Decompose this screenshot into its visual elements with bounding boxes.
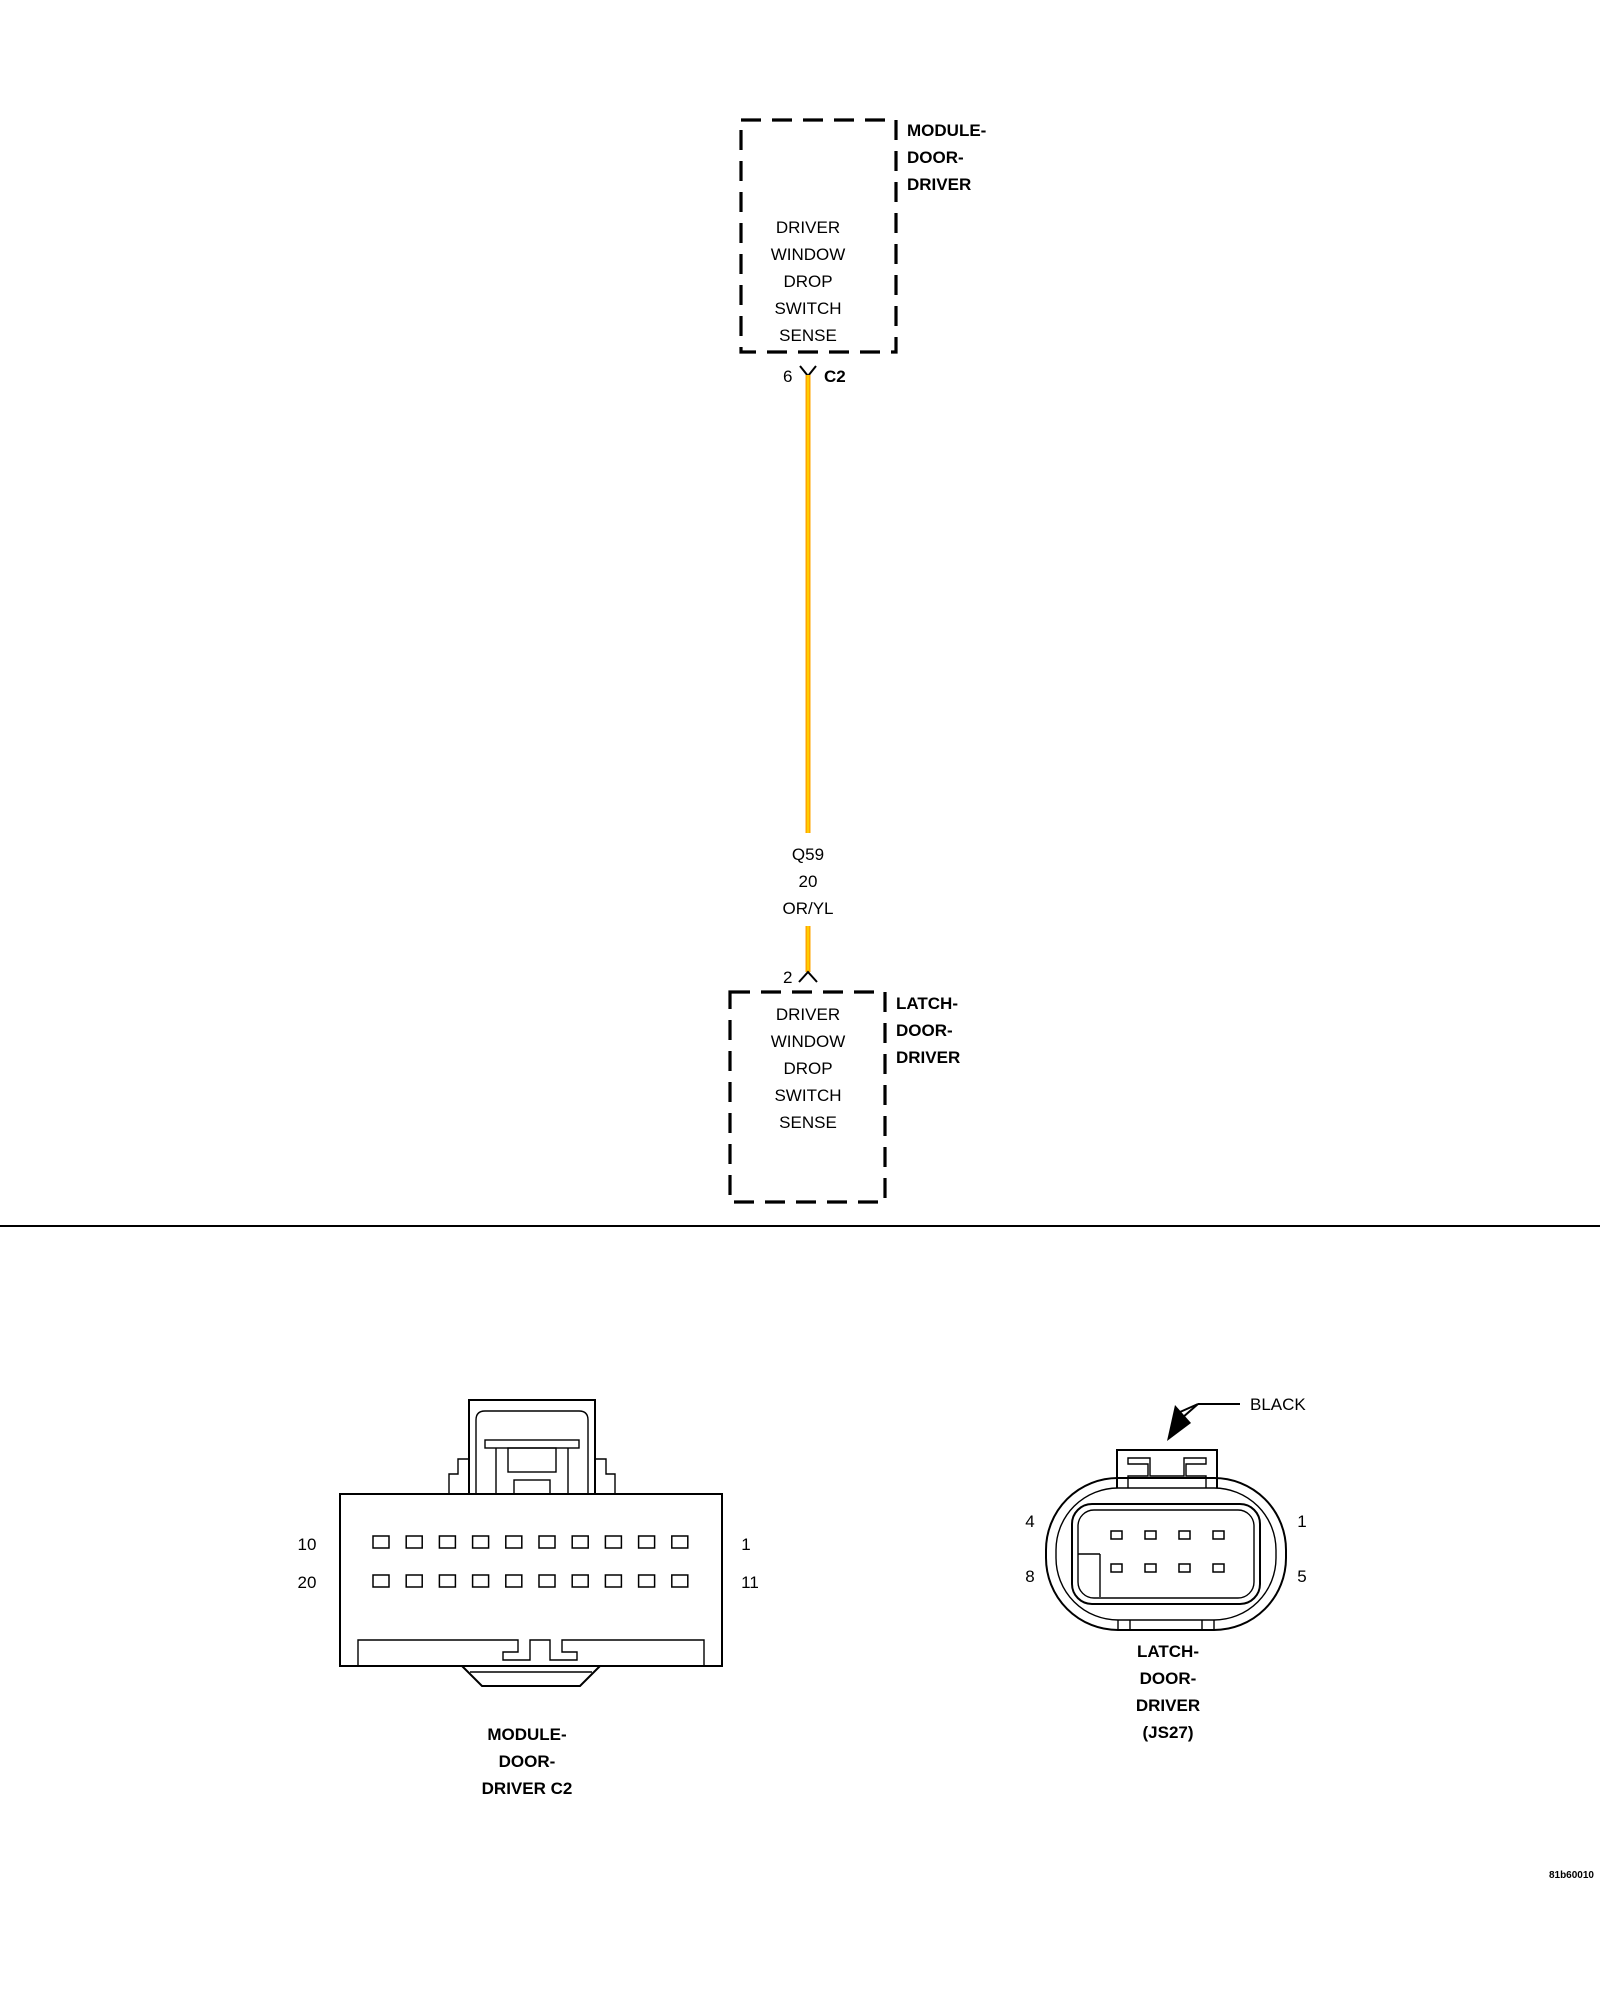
- c2-cavity: [637, 1574, 656, 1588]
- module-function-line-4: SWITCH: [774, 299, 841, 318]
- c2-cavity-grid: [372, 1535, 689, 1588]
- c2-cavity: [538, 1535, 556, 1549]
- wire-gauge: 20: [799, 872, 818, 891]
- c2-pin-label-1: 1: [741, 1535, 750, 1554]
- module-pin-number: 6: [783, 367, 792, 386]
- c2-cavity: [604, 1574, 623, 1588]
- latch-caption-line-2: DOOR-: [1140, 1669, 1197, 1688]
- c2-cavity: [471, 1535, 490, 1549]
- c2-lock-inner: [475, 1410, 589, 1494]
- latch-pin-label-1: 1: [1297, 1512, 1306, 1531]
- c2-cavity: [505, 1574, 523, 1588]
- c2-lock-post-left: [495, 1448, 569, 1494]
- module-door-driver: MODULE- DOOR- DRIVER DRIVER WINDOW DROP …: [739, 118, 986, 386]
- c2-caption-line-2: DOOR-: [499, 1752, 556, 1771]
- latch-cavity: [1144, 1563, 1157, 1573]
- c2-cavity: [438, 1535, 457, 1549]
- latch-face-inner: [1077, 1509, 1255, 1599]
- module-function-line-5: SENSE: [779, 326, 837, 345]
- c2-lock-tab-right: [595, 1458, 616, 1494]
- latch-name-line-2: DOOR-: [896, 1021, 953, 1040]
- latch-caption-line-3: DRIVER: [1136, 1696, 1200, 1715]
- latch-cavity: [1178, 1563, 1191, 1573]
- c2-caption-line-1: MODULE-: [487, 1725, 566, 1744]
- c2-lock-housing: [468, 1399, 596, 1494]
- latch-bottom-ribs: [1117, 1620, 1215, 1630]
- latch-door-driver: 2 LATCH- DOOR- DRIVER DRIVER WINDOW DROP…: [728, 968, 960, 1204]
- latch-face: [1071, 1503, 1261, 1605]
- c2-cavity: [671, 1574, 689, 1588]
- latch-housing-color: BLACK: [1250, 1395, 1306, 1414]
- c2-lock-tab-left: [448, 1458, 469, 1494]
- latch-pin-label-4: 4: [1025, 1512, 1034, 1531]
- module-connector-id: C2: [824, 367, 846, 386]
- c2-cavity: [637, 1535, 656, 1549]
- latch-cavity: [1110, 1563, 1123, 1573]
- latch-pin-number: 2: [783, 968, 792, 987]
- latch-cavity-grid: [1110, 1530, 1225, 1573]
- latch-cavity: [1212, 1563, 1225, 1573]
- latch-caption-line-1: LATCH-: [1137, 1642, 1199, 1661]
- latch-function-line-1: DRIVER: [776, 1005, 840, 1024]
- latch-pin-label-5: 5: [1297, 1567, 1306, 1586]
- latch-function-line-3: DROP: [783, 1059, 832, 1078]
- c2-cavity: [405, 1535, 423, 1549]
- c2-bottom-rail: [357, 1639, 705, 1666]
- module-function-line-1: DRIVER: [776, 218, 840, 237]
- latch-caption-line-4: (JS27): [1142, 1723, 1193, 1742]
- c2-lock-window: [507, 1447, 557, 1473]
- latch-callout-shaft: [1181, 1403, 1199, 1419]
- c2-cavity: [538, 1574, 556, 1588]
- c2-cavity: [372, 1574, 390, 1588]
- wire-q59: Q59 20 OR/YL: [782, 375, 834, 972]
- latch-name-line-3: DRIVER: [896, 1048, 960, 1067]
- c2-caption-line-3: DRIVER C2: [482, 1779, 573, 1798]
- c2-pin-label-11: 11: [741, 1573, 759, 1592]
- latch-cavity: [1110, 1530, 1123, 1540]
- latch-pin-label-8: 8: [1025, 1567, 1034, 1586]
- c2-pin-label-10: 10: [298, 1535, 317, 1554]
- c2-cavity: [604, 1535, 623, 1549]
- latch-outer-shell: [1045, 1477, 1287, 1631]
- c2-pin-label-20: 20: [298, 1573, 317, 1592]
- figure-id: 81b60010: [1549, 1870, 1594, 1881]
- c2-cavity: [372, 1535, 390, 1549]
- module-name-line-3: DRIVER: [907, 175, 971, 194]
- latch-top-lock-inner: [1127, 1457, 1207, 1488]
- latch-inner-shell: [1055, 1487, 1277, 1621]
- c2-cavity: [505, 1535, 523, 1549]
- c2-cavity: [471, 1574, 490, 1588]
- c2-cavity: [571, 1535, 589, 1549]
- c2-cavity: [571, 1574, 589, 1588]
- module-function-line-3: DROP: [783, 272, 832, 291]
- module-dashed-box: [739, 118, 898, 354]
- latch-cavity: [1144, 1530, 1157, 1540]
- c2-cavity: [405, 1574, 423, 1588]
- connector-c2-view: 10 1 20 11 MODULE- DOOR- DRIVER C2: [298, 1399, 759, 1798]
- latch-function-line-4: SWITCH: [774, 1086, 841, 1105]
- latch-name-line-1: LATCH-: [896, 994, 958, 1013]
- c2-cavity: [438, 1574, 457, 1588]
- module-name-line-1: MODULE-: [907, 121, 986, 140]
- latch-top-lock: [1116, 1449, 1218, 1488]
- latch-cavity: [1212, 1530, 1225, 1540]
- latch-function-line-5: SENSE: [779, 1113, 837, 1132]
- latch-terminal-symbol: [798, 970, 818, 983]
- c2-body: [339, 1493, 723, 1667]
- c2-bottom-key: [461, 1665, 601, 1687]
- latch-dashed-box: [728, 990, 887, 1204]
- latch-cavity: [1178, 1530, 1191, 1540]
- c2-lock-bar: [484, 1439, 580, 1449]
- c2-cavity: [671, 1535, 689, 1549]
- module-function-line-2: WINDOW: [771, 245, 846, 264]
- wire-color-code: OR/YL: [782, 899, 833, 918]
- latch-callout-arrow: [1167, 1405, 1191, 1441]
- wire-circuit-id: Q59: [792, 845, 824, 864]
- connector-latch-view: BLACK 4 1 8 5 LATCH- DOOR- DRIVER (JS27): [1025, 1395, 1306, 1742]
- latch-function-line-2: WINDOW: [771, 1032, 846, 1051]
- c2-lock-nub: [513, 1479, 551, 1495]
- module-name-line-2: DOOR-: [907, 148, 964, 167]
